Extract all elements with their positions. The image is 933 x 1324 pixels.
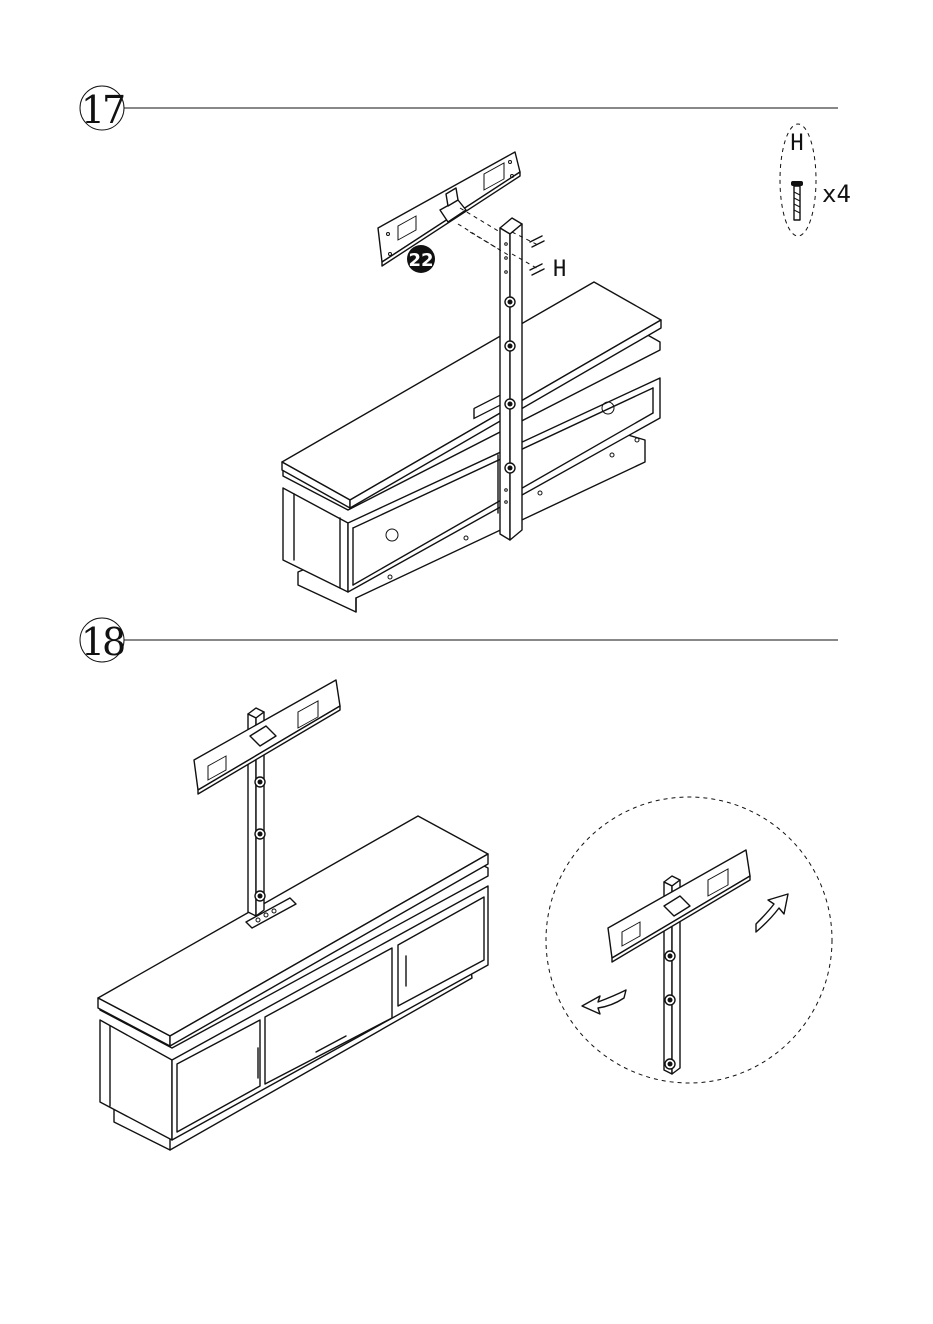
- part-number: 22: [408, 250, 433, 271]
- screw-marker-lower: [530, 264, 544, 275]
- step-17-cabinet: [282, 282, 661, 612]
- step-18-number: 18: [81, 620, 124, 664]
- rotate-arrow-left-icon: [582, 990, 626, 1014]
- hardware-label: H: [790, 131, 803, 156]
- rotation-detail: [546, 797, 832, 1083]
- hardware-quantity: x4: [822, 180, 851, 208]
- rotate-arrow-right-icon: [756, 894, 788, 932]
- screw-label: H: [553, 257, 566, 282]
- step-17-number: 17: [81, 88, 124, 132]
- part-badge: 22: [407, 245, 435, 273]
- screw-marker-upper: [530, 236, 544, 247]
- detail-outline: [546, 797, 832, 1083]
- screw-icon: [791, 181, 803, 220]
- step-18-cabinet: [98, 816, 488, 1150]
- step-18-header: 18: [80, 618, 838, 664]
- step-17-header: 17: [80, 86, 838, 132]
- step-17-column: [500, 218, 522, 540]
- step-18-bracket: [194, 680, 340, 794]
- hardware-callout: H x4: [780, 124, 851, 236]
